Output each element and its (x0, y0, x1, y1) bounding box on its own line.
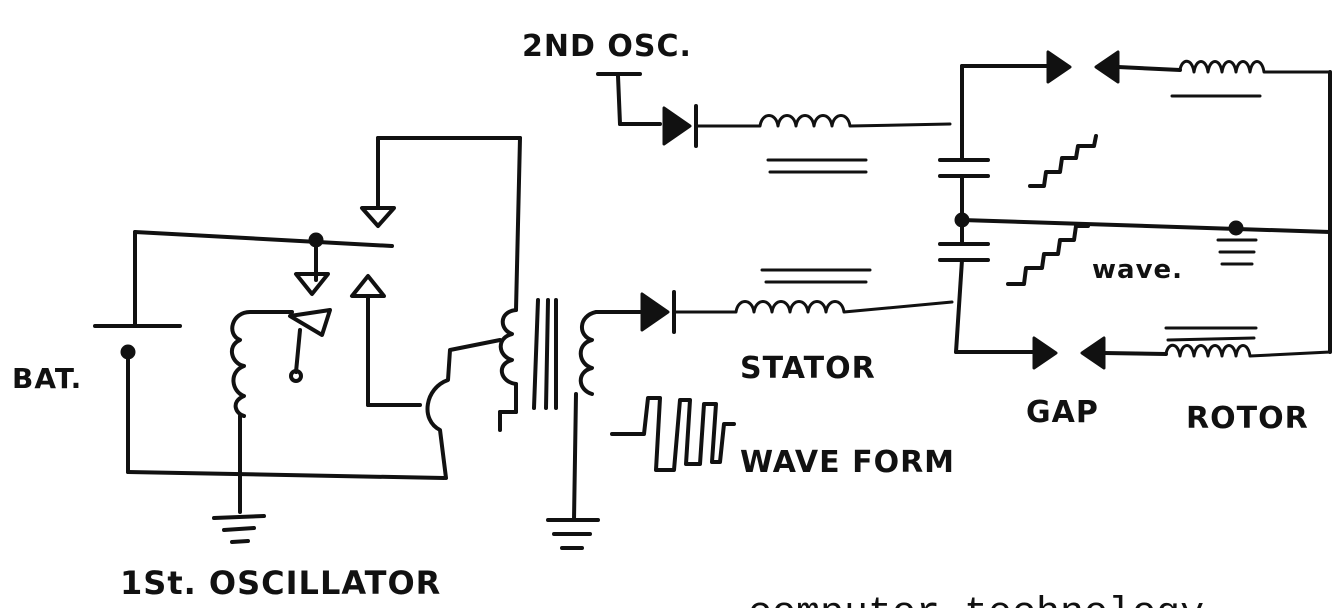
relay-coil (229, 310, 294, 478)
transformer-primary (425, 136, 522, 480)
label-second-osc: 2ND OSC. (522, 29, 692, 64)
transformer-core (532, 298, 558, 410)
label-rotor: ROTOR (1186, 401, 1309, 436)
label-gap: GAP (1026, 395, 1099, 430)
relay-contacts (288, 136, 522, 407)
battery (93, 230, 182, 474)
capacitor-stack (938, 122, 990, 354)
caption-text: computor technology (748, 592, 1204, 608)
staircase-wave-lower (1006, 224, 1090, 286)
bottom-bus-wire (126, 470, 446, 544)
diode-lower (640, 290, 676, 334)
label-battery: BAT. (12, 362, 82, 395)
label-waveform: WAVE FORM (740, 445, 955, 480)
top-bus-wire (133, 230, 394, 282)
stator-coil (672, 268, 954, 314)
transformer-secondary (546, 310, 642, 550)
staircase-wave-upper (1028, 134, 1098, 188)
label-stator: STATOR (740, 351, 876, 386)
label-first-oscillator: 1St. OSCILLATOR (120, 564, 441, 602)
ground-link (960, 70, 1332, 354)
upper-spark-gap (960, 50, 1332, 126)
label-wave: wave. (1092, 255, 1183, 285)
lower-spark-gap (954, 326, 1332, 370)
square-waveform (610, 396, 736, 472)
second-oscillator-feed (596, 72, 952, 174)
